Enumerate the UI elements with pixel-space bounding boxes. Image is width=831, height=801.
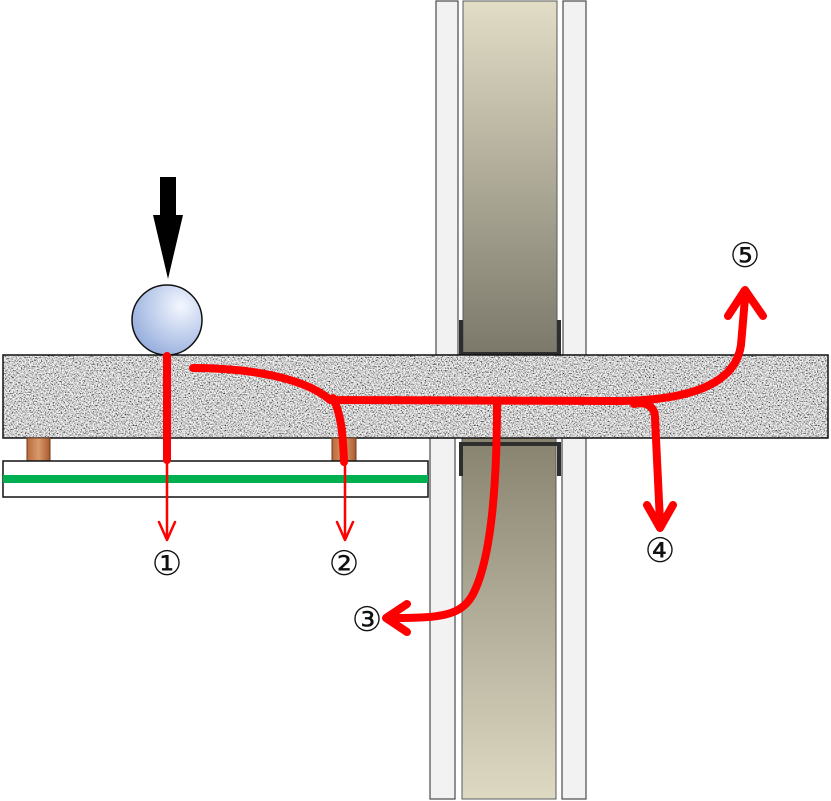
path-1-arrowhead	[157, 520, 177, 542]
upper-wall	[435, 0, 587, 356]
ceiling-board-stripe	[3, 475, 428, 483]
transmission-paths	[157, 286, 767, 636]
label-path-1: ①	[152, 544, 182, 584]
path-5-arrowhead	[724, 286, 767, 320]
floor-slab-outline	[2, 354, 829, 439]
upper-wall-channel	[459, 320, 561, 356]
main-slab-path	[189, 294, 749, 405]
label-path-4: ④	[645, 531, 675, 571]
upper-wall-left-board	[435, 0, 459, 356]
impact-ball	[131, 284, 203, 356]
lower-wall-right-board	[561, 437, 587, 800]
path-2-through-support	[329, 394, 348, 466]
lower-wall-core	[462, 438, 556, 799]
ceiling-support-left	[26, 437, 51, 462]
path-3-through-wall	[388, 398, 501, 622]
lower-wall-channel	[459, 442, 561, 476]
label-path-3: ③	[352, 600, 382, 640]
impact-arrow	[153, 177, 183, 279]
label-path-2: ②	[329, 544, 359, 584]
path-3-arrowhead	[382, 600, 411, 636]
path-2-arrowhead	[335, 520, 355, 542]
path-4-downward	[630, 399, 664, 526]
ceiling-board	[2, 460, 429, 498]
impact-arrow-head	[153, 215, 183, 279]
label-path-5: ⑤	[730, 236, 760, 276]
impact-arrow-shaft	[160, 177, 176, 217]
path-4-arrowhead	[643, 501, 677, 532]
upper-wall-right-board	[562, 0, 587, 356]
upper-wall-core	[463, 1, 557, 355]
lower-wall	[429, 437, 587, 800]
